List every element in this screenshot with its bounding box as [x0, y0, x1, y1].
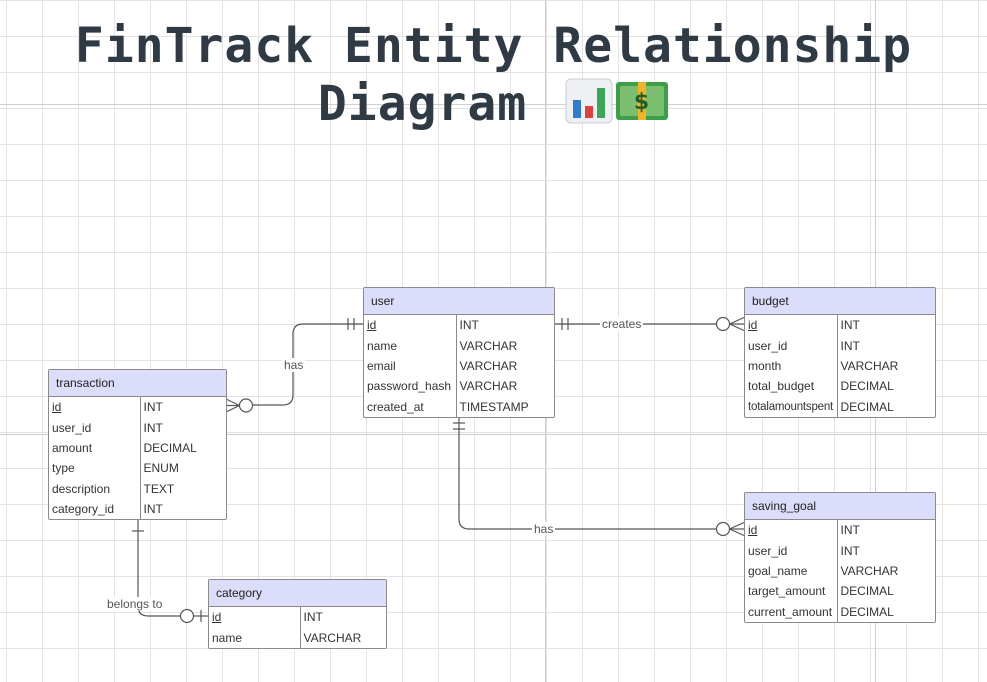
- table-row: total_budget DECIMAL: [745, 376, 935, 397]
- field-name: user_id: [748, 543, 788, 558]
- field-type: TIMESTAMP: [455, 396, 554, 417]
- table-row: goal_name VARCHAR: [745, 560, 935, 582]
- bar-chart-emoji-icon: [565, 78, 613, 136]
- field-type: DECIMAL: [836, 376, 935, 397]
- field-type: VARCHAR: [455, 335, 554, 356]
- entity-header: budget: [745, 288, 935, 315]
- table-row: id INT: [745, 315, 935, 336]
- relationship-label-has: has: [282, 358, 306, 372]
- table-row: amount DECIMAL: [49, 437, 226, 459]
- table-row: name VARCHAR: [209, 627, 386, 648]
- field-type: DECIMAL: [836, 581, 935, 602]
- field-type: INT: [139, 498, 226, 520]
- field-type: INT: [139, 397, 226, 418]
- grid-line: [0, 434, 987, 435]
- relationship-label-creates: creates: [600, 317, 644, 331]
- field-type: INT: [139, 417, 226, 438]
- field-type: INT: [836, 315, 935, 336]
- field-name: email: [367, 358, 396, 373]
- field-type: INT: [455, 315, 554, 336]
- table-row: user_id INT: [745, 540, 935, 561]
- field-type: INT: [836, 335, 935, 356]
- field-type: DECIMAL: [836, 601, 935, 622]
- table-row: email VARCHAR: [364, 355, 554, 377]
- field-name: category_id: [52, 502, 115, 517]
- table-row: description TEXT: [49, 478, 226, 499]
- table-row: user_id INT: [49, 417, 226, 438]
- entity-header: transaction: [49, 370, 226, 397]
- table-row: id INT: [209, 607, 386, 628]
- table-row: category_id INT: [49, 498, 226, 520]
- field-name: user_id: [52, 420, 92, 435]
- field-type: ENUM: [139, 458, 226, 479]
- field-type: TEXT: [139, 478, 226, 499]
- field-type: DECIMAL: [836, 396, 935, 417]
- field-name: id: [52, 400, 62, 415]
- field-name: type: [52, 461, 75, 476]
- entity-header: user: [364, 288, 554, 315]
- field-name: target_amount: [748, 584, 826, 599]
- table-row: created_at TIMESTAMP: [364, 396, 554, 417]
- field-type: DECIMAL: [139, 437, 226, 459]
- table-row: id INT: [745, 520, 935, 541]
- table-row: id INT: [364, 315, 554, 336]
- dollar-banknote-emoji-icon: $: [615, 78, 669, 136]
- table-row: user_id INT: [745, 335, 935, 356]
- field-type: VARCHAR: [836, 560, 935, 582]
- field-name: name: [367, 338, 398, 353]
- diagram-title-word: Diagram: [317, 76, 528, 132]
- field-name: id: [748, 523, 758, 538]
- field-type: VARCHAR: [299, 627, 386, 648]
- table-row: type ENUM: [49, 458, 226, 479]
- table-row: name VARCHAR: [364, 335, 554, 356]
- field-type: INT: [836, 540, 935, 561]
- field-type: VARCHAR: [455, 355, 554, 377]
- field-name: id: [748, 318, 758, 333]
- field-name: id: [212, 610, 222, 625]
- field-name: amount: [52, 440, 93, 455]
- diagram-title: FinTrack Entity Relationship: [74, 18, 913, 74]
- field-name: name: [212, 630, 243, 645]
- diagram-title-line2: Diagram $: [0, 76, 987, 136]
- field-name: id: [367, 318, 377, 333]
- field-name: month: [748, 358, 782, 373]
- field-type: INT: [836, 520, 935, 541]
- svg-text:$: $: [634, 90, 650, 115]
- field-name: goal_name: [748, 563, 808, 578]
- field-name: description: [52, 481, 111, 496]
- connector-user-saving-goal: [458, 415, 716, 530]
- entity-header: category: [209, 580, 386, 607]
- field-name: user_id: [748, 338, 788, 353]
- entity-category[interactable]: category id INT name VARCHAR: [208, 579, 387, 649]
- relationship-label-belongs-to: belongs to: [105, 597, 165, 611]
- field-name: totalamountspent: [748, 400, 834, 413]
- connector-user-transaction: [253, 323, 363, 406]
- field-name: current_amount: [748, 604, 833, 619]
- field-type: VARCHAR: [455, 376, 554, 397]
- entity-fields: id INT name VARCHAR: [209, 607, 386, 648]
- field-name: password_hash: [367, 379, 452, 394]
- table-row: target_amount DECIMAL: [745, 581, 935, 602]
- table-row: id INT: [49, 397, 226, 418]
- table-row: month VARCHAR: [745, 355, 935, 377]
- field-type: VARCHAR: [836, 355, 935, 377]
- field-name: total_budget: [748, 379, 815, 394]
- relationship-label-has: has: [532, 522, 556, 536]
- entity-header: saving_goal: [745, 493, 935, 520]
- field-name: created_at: [367, 399, 424, 414]
- field-type: INT: [299, 607, 386, 628]
- grid-line: [0, 104, 987, 105]
